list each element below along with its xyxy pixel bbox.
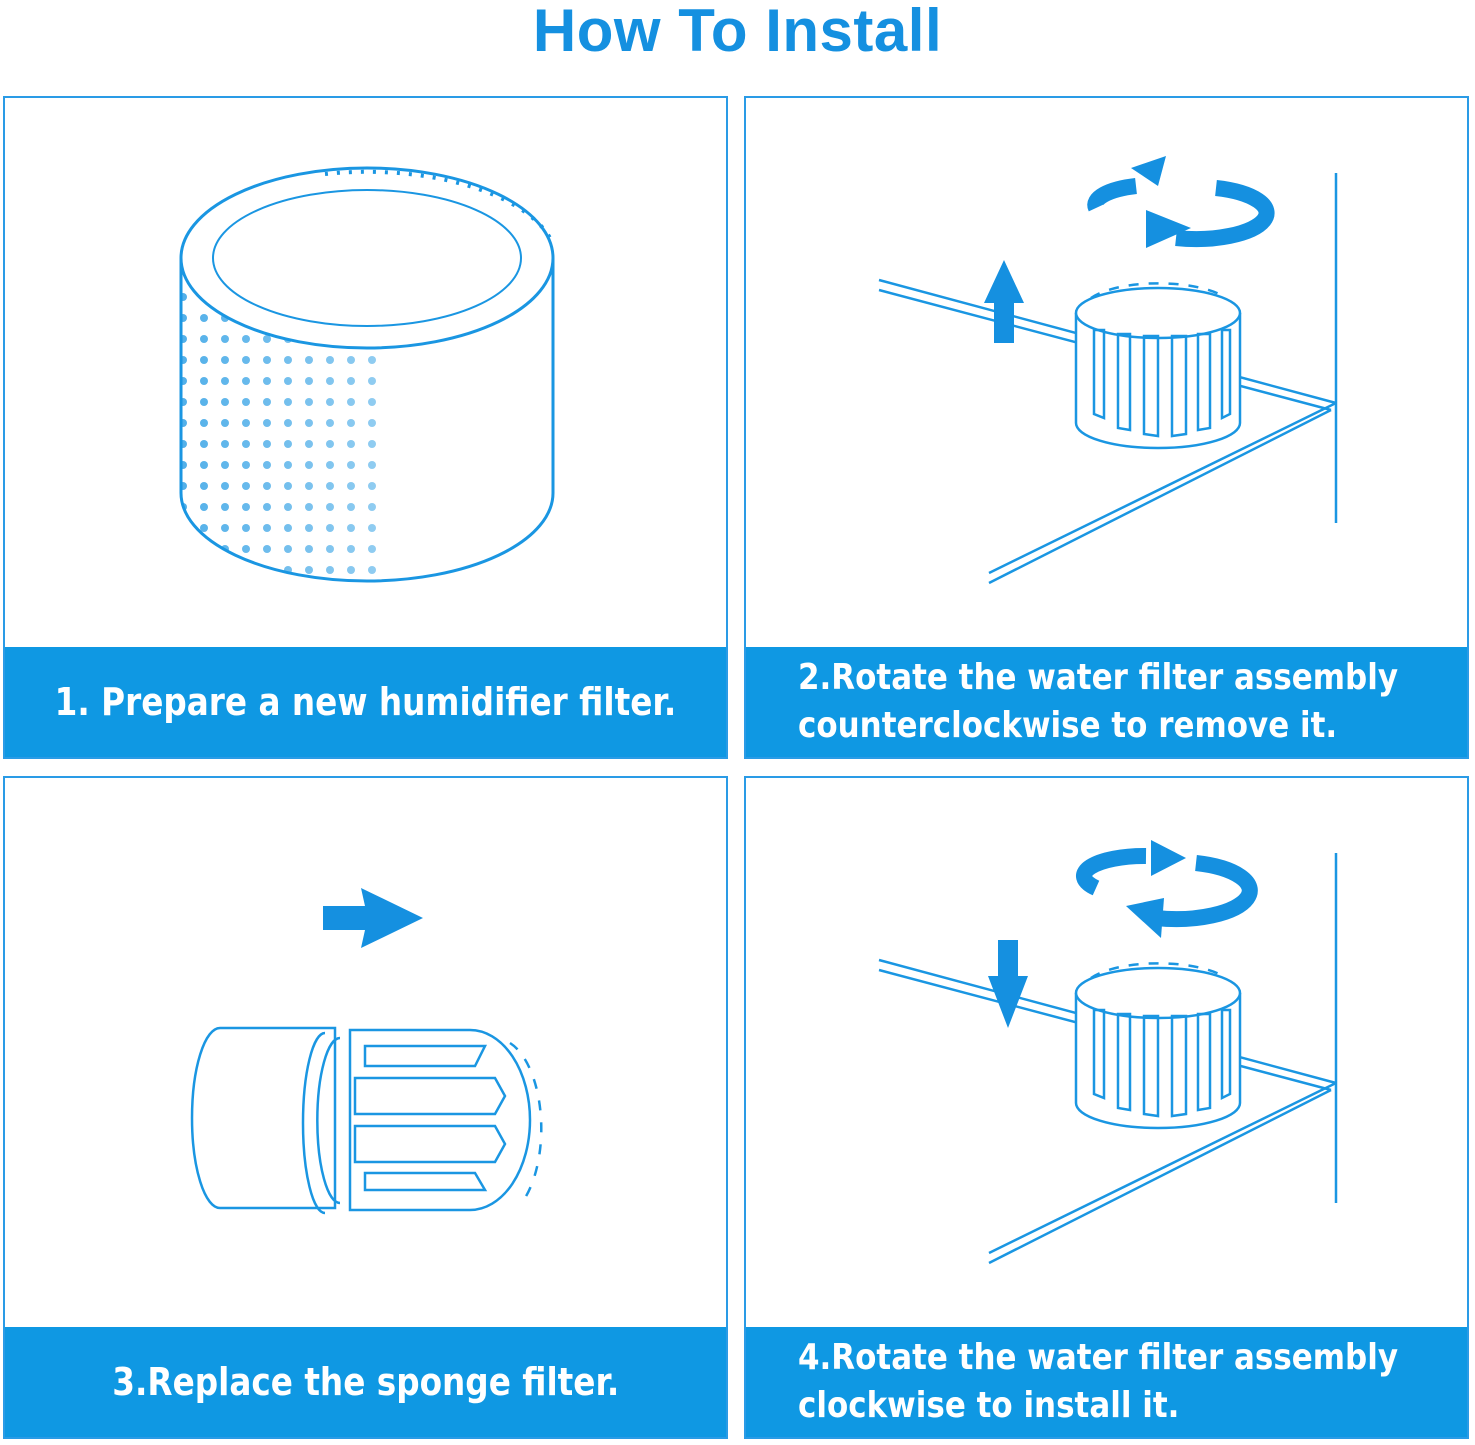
step-3-panel: 3.Replace the sponge filter. <box>3 776 728 1439</box>
sponge-filter-icon <box>190 888 543 1215</box>
page-title: How To Install <box>532 0 943 64</box>
step-4-panel: 4.Rotate the water filter assembly clock… <box>744 776 1469 1439</box>
step-3-caption: 3.Replace the sponge filter. <box>5 1327 726 1437</box>
step-2-caption-line-2: counterclockwise to remove it. <box>798 705 1338 746</box>
cylinder-filter-icon <box>179 166 555 583</box>
step-4-caption-line-2: clockwise to install it. <box>798 1385 1180 1426</box>
step-2-panel: 2.Rotate the water filter assembly count… <box>744 96 1469 759</box>
step-4-caption-line-1: 4.Rotate the water filter assembly <box>798 1337 1399 1378</box>
step-2-caption: 2.Rotate the water filter assembly count… <box>746 647 1467 757</box>
rotate-counterclockwise-icon <box>878 156 1338 585</box>
step-1-panel: 1. Prepare a new humidifier filter. <box>3 96 728 759</box>
step-4-caption: 4.Rotate the water filter assembly clock… <box>746 1327 1467 1437</box>
rotate-clockwise-icon <box>878 840 1338 1265</box>
step-2-caption-line-1: 2.Rotate the water filter assembly <box>798 657 1399 698</box>
step-1-caption: 1. Prepare a new humidifier filter. <box>5 647 726 757</box>
